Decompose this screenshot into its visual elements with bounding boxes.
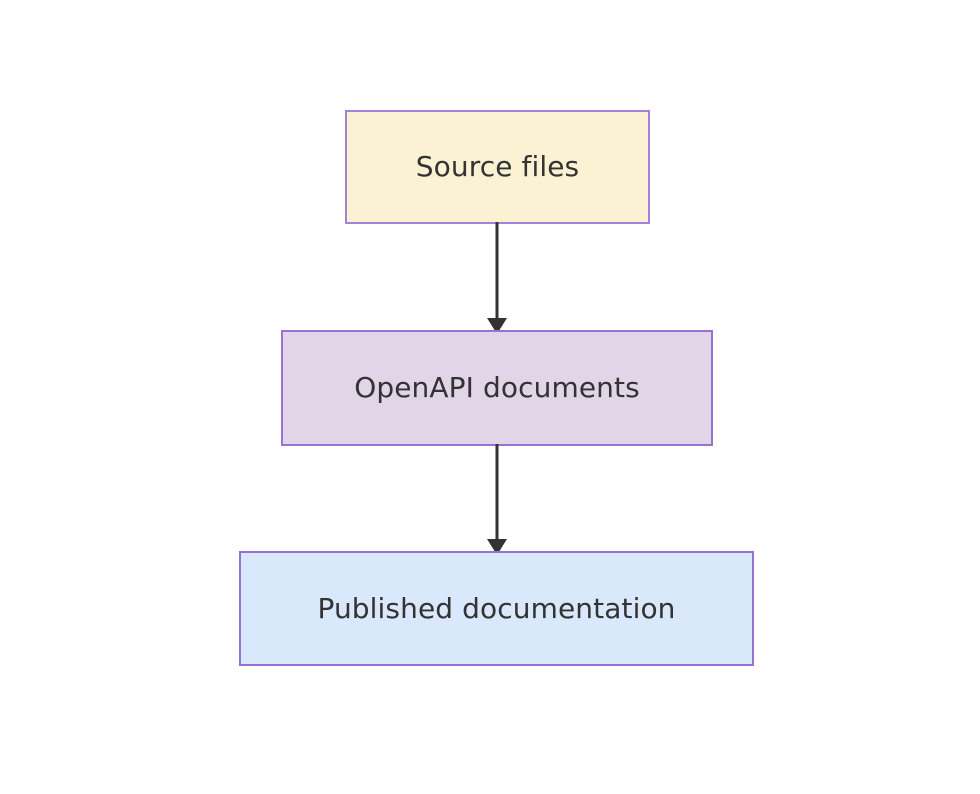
flow-edge-openapi-to-published — [487, 444, 507, 555]
arrowhead-icon — [487, 539, 507, 555]
flow-node-openapi-documents[interactable]: OpenAPI documents — [281, 330, 713, 446]
flow-edge-source-to-openapi — [487, 222, 507, 334]
flow-node-label: Source files — [415, 150, 580, 184]
flow-node-source-files[interactable]: Source files — [345, 110, 650, 224]
flow-node-label: OpenAPI documents — [354, 371, 640, 405]
flow-node-label: Published documentation — [317, 591, 676, 625]
flow-node-published-documentation[interactable]: Published documentation — [239, 551, 754, 666]
arrowhead-icon — [487, 318, 507, 334]
